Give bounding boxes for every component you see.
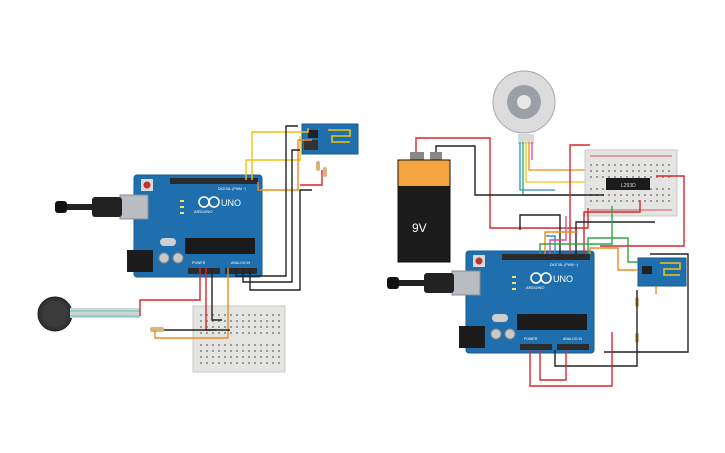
board-logo: UNO bbox=[221, 198, 241, 208]
board-brand: ARDUINO bbox=[526, 285, 544, 290]
power-jack[interactable] bbox=[459, 326, 485, 348]
atmega-chip bbox=[185, 238, 255, 254]
resistor-pair-left[interactable] bbox=[316, 161, 327, 177]
arduino-uno-right[interactable]: UNO ARDUINO DIGITAL (PWM ~) POWER ANALOG… bbox=[451, 250, 595, 354]
resistor-sensor[interactable] bbox=[150, 327, 164, 332]
wires-left bbox=[139, 125, 323, 339]
esp8266-module-right[interactable] bbox=[637, 257, 687, 287]
power-header-label: POWER bbox=[192, 261, 206, 265]
usb-cable-right bbox=[387, 273, 454, 293]
power-header-label: POWER bbox=[524, 337, 538, 341]
board-brand: ARDUINO bbox=[194, 209, 212, 214]
esp8266-module-left[interactable] bbox=[301, 123, 359, 155]
motor-driver-chip[interactable]: L293D bbox=[606, 178, 650, 190]
digital-header-label: DIGITAL (PWM ~) bbox=[550, 263, 578, 267]
force-sensor[interactable] bbox=[37, 296, 140, 332]
svg-text:9V: 9V bbox=[412, 221, 427, 235]
usb-port[interactable] bbox=[119, 194, 149, 220]
power-jack[interactable] bbox=[127, 250, 153, 272]
analog-header-label: ANALOG IN bbox=[231, 261, 251, 265]
atmega-chip bbox=[517, 314, 587, 330]
analog-header-label: ANALOG IN bbox=[563, 337, 583, 341]
arduino-uno-left[interactable]: UNO ARDUINO DIGITAL (PWM ~) POWER ANALOG… bbox=[119, 174, 263, 278]
breadboard-left[interactable] bbox=[192, 305, 286, 373]
svg-text:L293D: L293D bbox=[621, 183, 636, 189]
digital-header-label: DIGITAL (PWM ~) bbox=[218, 187, 246, 191]
usb-cable-left bbox=[55, 197, 122, 217]
wires-right bbox=[415, 137, 689, 387]
dc-motor[interactable] bbox=[492, 70, 556, 144]
board-logo: UNO bbox=[553, 274, 573, 284]
usb-port[interactable] bbox=[451, 270, 481, 296]
battery-9v[interactable]: 9V bbox=[397, 152, 451, 263]
